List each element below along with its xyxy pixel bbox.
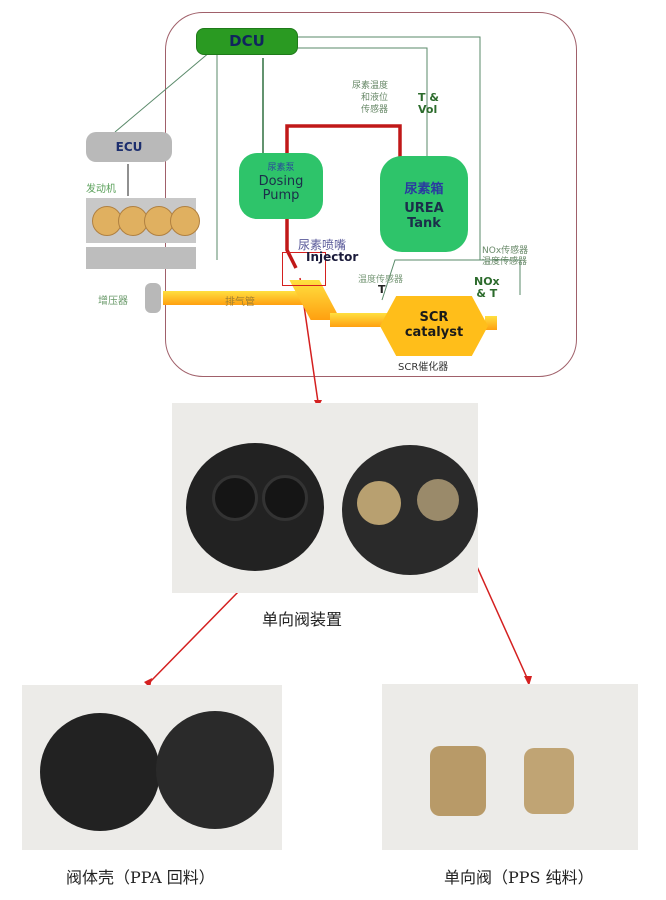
check-valve bbox=[417, 479, 459, 521]
injector-highlight bbox=[282, 252, 326, 286]
scr-en1: SCR bbox=[419, 310, 449, 325]
dcu-ecu-line bbox=[114, 51, 211, 133]
dosing-pump: 尿素泵 Dosing Pump bbox=[239, 153, 323, 219]
turbo bbox=[145, 283, 161, 313]
check-valve-b bbox=[524, 748, 574, 814]
engine-label: 发动机 bbox=[86, 184, 116, 195]
housing-photo bbox=[22, 685, 282, 850]
tank-en1: UREA bbox=[404, 201, 444, 216]
tank-sensor-en1: T & bbox=[418, 91, 439, 104]
arrow-to-housing bbox=[149, 589, 241, 683]
ecu-label: ECU bbox=[115, 140, 143, 154]
tank-sensor-en: T & Vol bbox=[418, 92, 439, 116]
nox-en1: NOx bbox=[474, 275, 500, 288]
turbo-label: 增压器 bbox=[98, 296, 128, 307]
ecu-box: ECU bbox=[86, 132, 172, 162]
housing-cavity bbox=[212, 475, 258, 521]
tank-sensor-cn3: 传感器 bbox=[361, 105, 389, 115]
engine-block bbox=[86, 198, 200, 243]
housing-cavity bbox=[262, 475, 308, 521]
tank-sensor-en2: Vol bbox=[418, 103, 438, 116]
scr-en2: catalyst bbox=[404, 325, 464, 340]
pump-en2: Pump bbox=[262, 188, 300, 203]
tank-sensor-cn2: 和液位 bbox=[361, 93, 389, 103]
tank-sensor-cn: 尿素温度 和液位 传感器 bbox=[352, 80, 388, 116]
check-valve-a bbox=[430, 746, 486, 816]
tank-sensor-cn1: 尿素温度 bbox=[352, 81, 389, 91]
injector-cn: 尿素喷嘴 bbox=[298, 238, 347, 252]
nox-sensor-en: NOx & T bbox=[474, 276, 500, 300]
system-boundary bbox=[165, 12, 577, 377]
valve-photo bbox=[382, 684, 638, 850]
exhaust-outlet bbox=[485, 316, 497, 330]
exhaust-pipe-label: 排气管 bbox=[225, 297, 255, 308]
dcu-box: DCU bbox=[196, 28, 298, 55]
temp-sensor-line bbox=[381, 259, 480, 301]
housing-caption: 阀体壳（PPA 回料） bbox=[66, 868, 215, 887]
exhaust-pipe-2 bbox=[330, 313, 390, 327]
tank-feedback-line bbox=[296, 47, 428, 156]
exhaust-pipe bbox=[163, 291, 308, 305]
housing-half-a bbox=[40, 713, 160, 831]
nox-cn2: 温度传感器 bbox=[482, 257, 528, 267]
urea-line bbox=[285, 124, 402, 269]
temp-sensor-en: T bbox=[378, 283, 386, 296]
valve-caption: 单向阀（PPS 纯料） bbox=[444, 868, 594, 887]
seat-washer bbox=[357, 481, 401, 525]
nox-sensor-cn: NOx传感器 温度传感器 bbox=[482, 246, 528, 268]
cylinder bbox=[144, 206, 174, 236]
temp-sensor-cn: 温度传感器 bbox=[358, 275, 404, 285]
cylinder bbox=[170, 206, 200, 236]
engine-manifold bbox=[86, 247, 196, 269]
assembly-caption: 单向阀装置 bbox=[262, 610, 343, 629]
nox-en2: & T bbox=[476, 287, 498, 300]
tank-cn: 尿素箱 bbox=[404, 182, 444, 197]
tank-en2: Tank bbox=[407, 216, 441, 231]
urea-tank: 尿素箱 UREA Tank bbox=[380, 156, 468, 252]
injector-en: Injector bbox=[306, 250, 359, 264]
assembly-photo bbox=[172, 403, 478, 593]
dcu-label: DCU bbox=[229, 32, 265, 50]
housing-half-b bbox=[156, 711, 274, 829]
nox-cn1: NOx传感器 bbox=[482, 246, 529, 256]
pump-cn: 尿素泵 bbox=[267, 163, 295, 173]
scr-catalyst: SCR catalyst bbox=[380, 296, 488, 356]
scr-cn: SCR催化器 bbox=[398, 362, 449, 373]
pump-en1: Dosing bbox=[258, 174, 304, 189]
